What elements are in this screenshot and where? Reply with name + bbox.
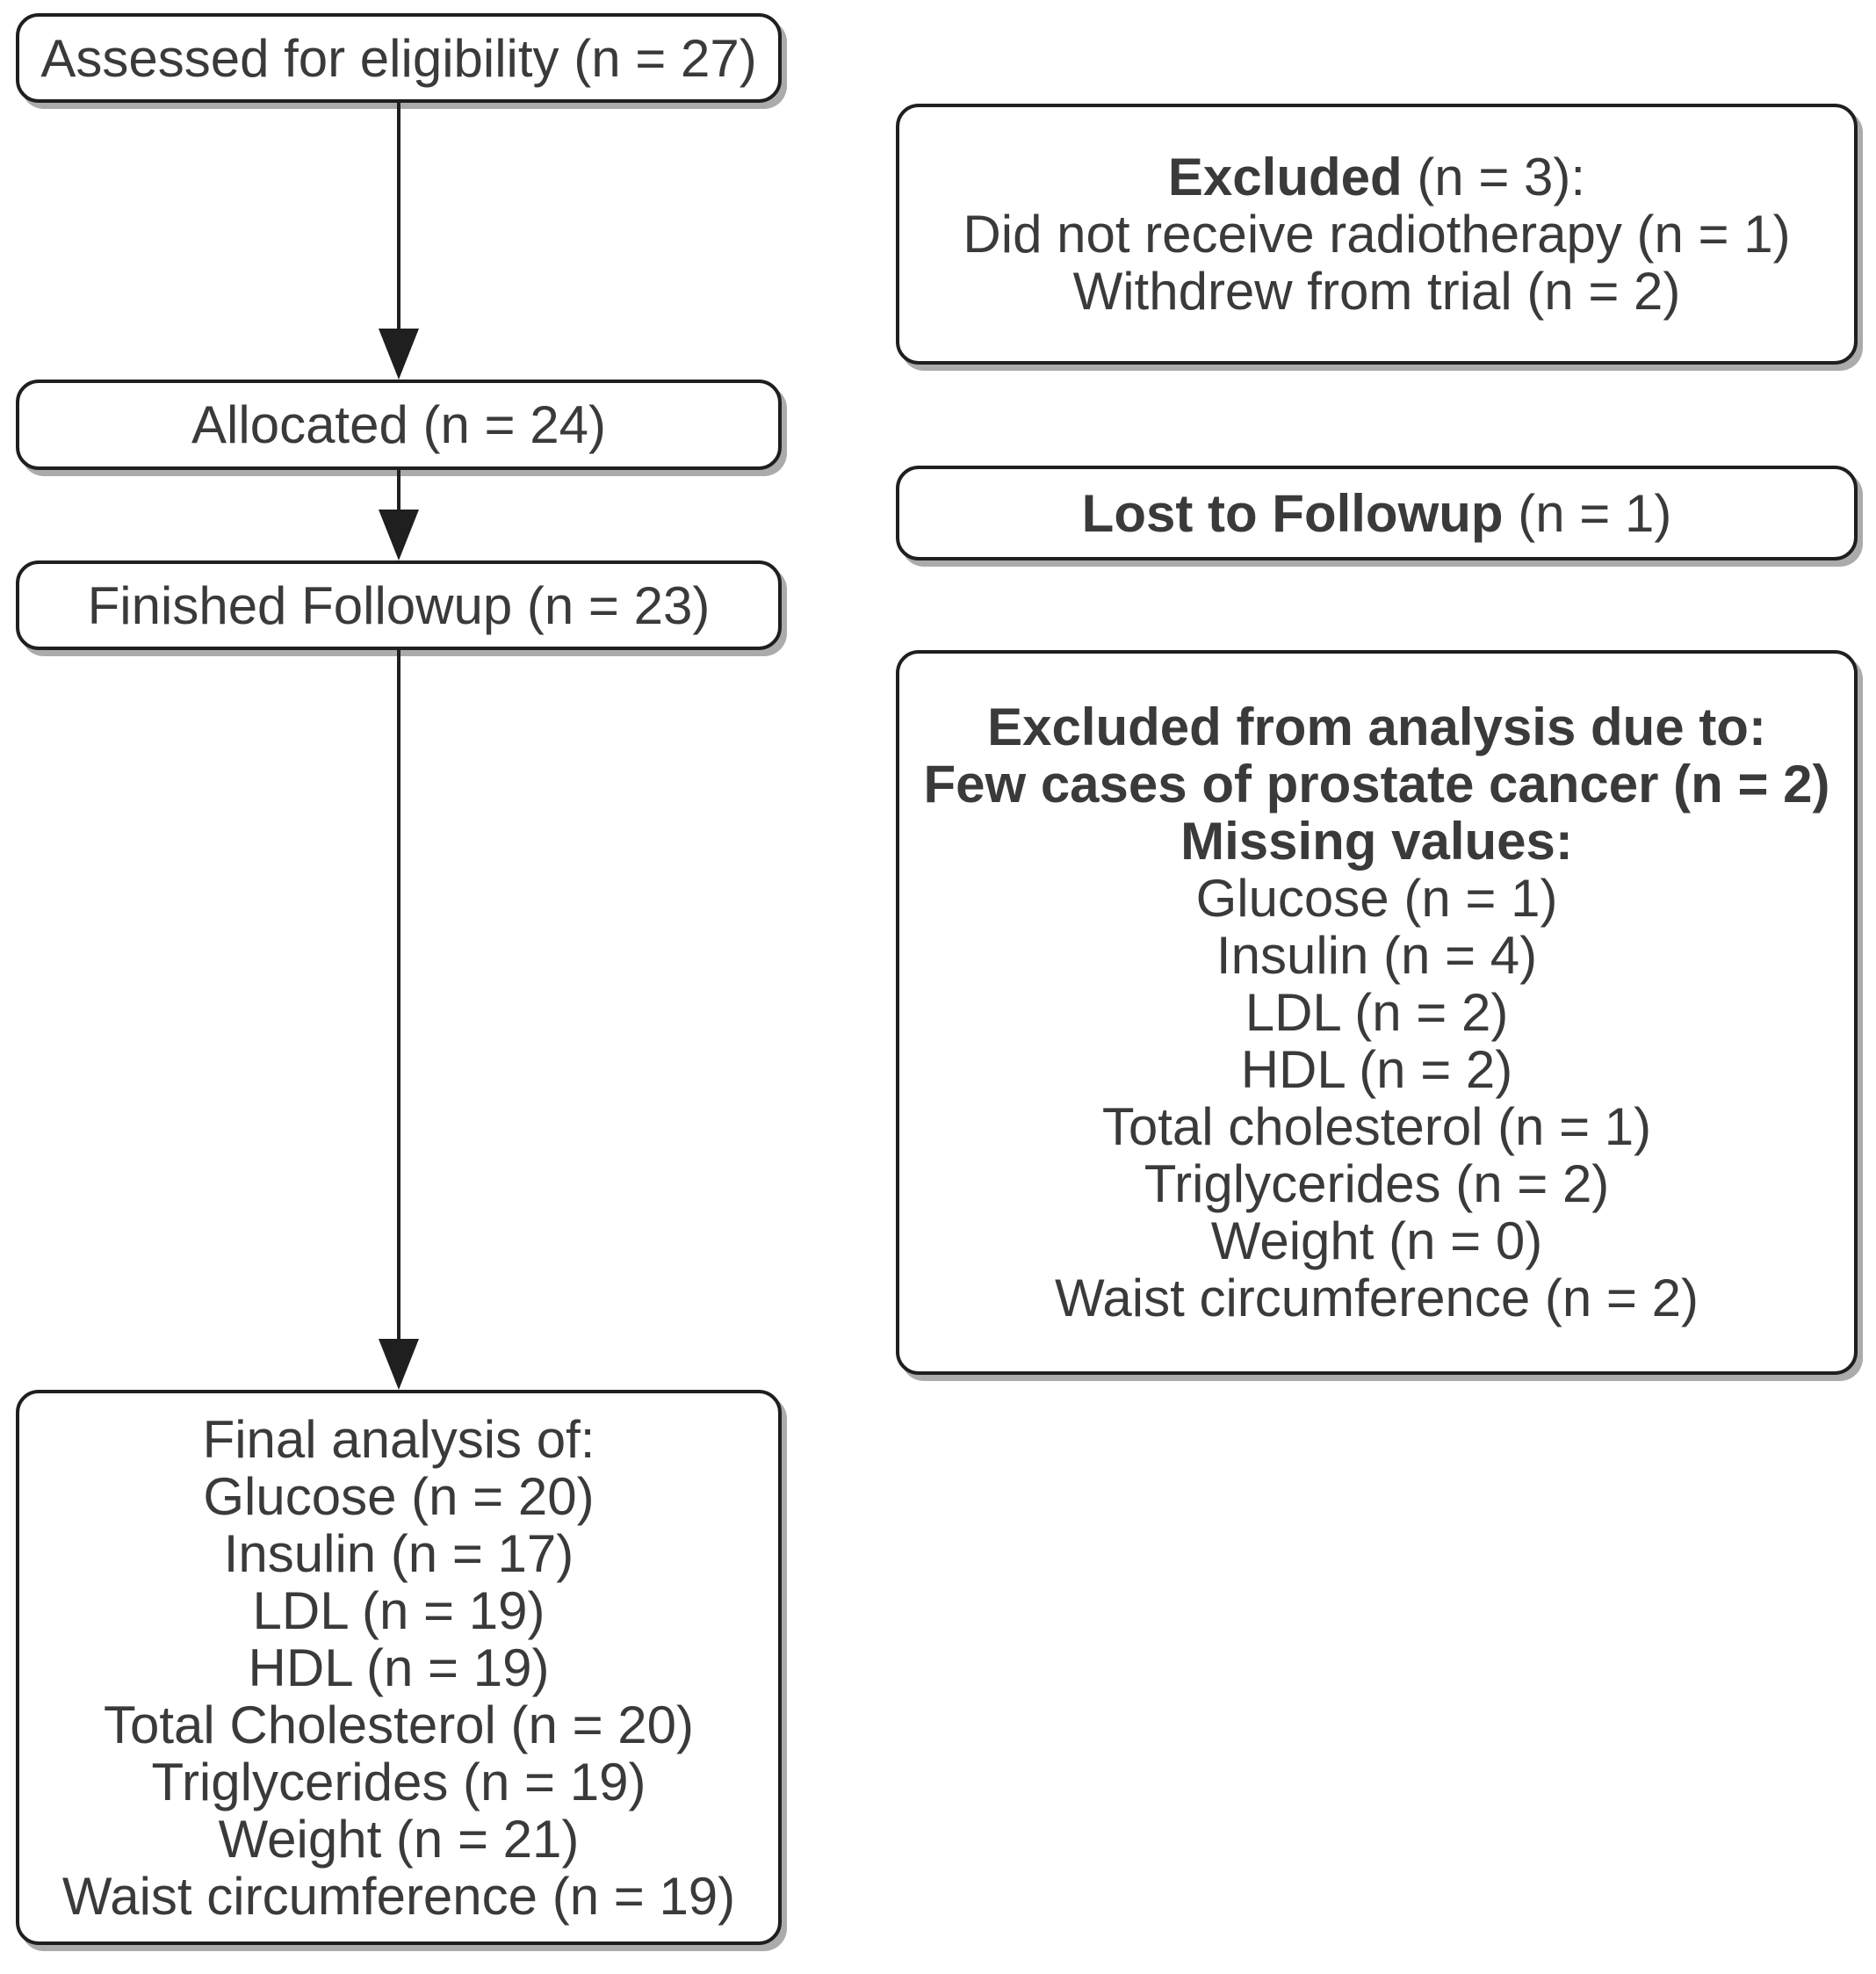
assessed-label: Assessed for eligibility (n = 27) [40, 28, 757, 88]
final-line: Total Cholesterol (n = 20) [103, 1695, 694, 1754]
analysis-excluded-header: Few cases of prostate cancer (n = 2) [923, 755, 1830, 813]
excluded-reason: Did not receive radiotherapy (n = 1) [963, 205, 1791, 264]
excluded-title: Excluded (n = 3): [1168, 148, 1585, 206]
arrow-allocated-to-finished-shaft [397, 470, 400, 511]
excluded-reason: Withdrew from trial (n = 2) [1072, 262, 1681, 321]
final-line: Waist circumference (n = 19) [61, 1866, 736, 1926]
box-excluded: Excluded (n = 3): Did not receive radiot… [896, 104, 1858, 365]
final-line: Insulin (n = 17) [223, 1523, 574, 1583]
box-lost-to-followup: Lost to Followup (n = 1) [896, 466, 1858, 560]
missing-value-item: HDL (n = 2) [1240, 1040, 1513, 1099]
box-allocated: Allocated (n = 24) [16, 380, 782, 470]
final-line: HDL (n = 19) [248, 1638, 550, 1697]
excluded-title-rest: (n = 3): [1402, 148, 1586, 206]
missing-value-item: Glucose (n = 1) [1195, 869, 1558, 928]
analysis-excluded-header: Missing values: [1180, 812, 1573, 871]
final-line: Glucose (n = 20) [203, 1466, 595, 1526]
missing-value-item: Triglycerides (n = 2) [1144, 1154, 1610, 1213]
arrow-assessed-to-allocated-shaft [397, 103, 400, 330]
box-assessed-eligibility: Assessed for eligibility (n = 27) [16, 13, 782, 103]
lost-label-bold: Lost to Followup [1081, 483, 1504, 543]
missing-value-item: Total cholesterol (n = 1) [1101, 1097, 1652, 1156]
box-finished-followup: Finished Followup (n = 23) [16, 560, 782, 650]
box-excluded-from-analysis: Excluded from analysis due to: Few cases… [896, 650, 1858, 1375]
finished-label: Finished Followup (n = 23) [87, 575, 711, 635]
missing-value-item: LDL (n = 2) [1245, 983, 1509, 1042]
lost-label: Lost to Followup (n = 1) [1082, 485, 1672, 542]
missing-value-item: Insulin (n = 4) [1216, 926, 1538, 985]
arrow-finished-to-final-head [379, 1339, 419, 1390]
final-line: Triglycerides (n = 19) [151, 1752, 646, 1811]
analysis-excluded-header: Excluded from analysis due to: [987, 698, 1766, 756]
excluded-title-bold: Excluded [1167, 148, 1403, 206]
arrow-finished-to-final-shaft [397, 650, 400, 1341]
arrow-assessed-to-allocated-head [379, 329, 419, 380]
box-final-analysis: Final analysis of: Glucose (n = 20) Insu… [16, 1390, 782, 1945]
final-line: Final analysis of: [202, 1409, 595, 1469]
lost-label-rest: (n = 1) [1503, 483, 1672, 543]
missing-value-item: Weight (n = 0) [1210, 1211, 1543, 1270]
missing-value-item: Waist circumference (n = 2) [1055, 1269, 1699, 1327]
allocated-label: Allocated (n = 24) [191, 395, 606, 454]
final-line: Weight (n = 21) [218, 1809, 580, 1869]
arrow-allocated-to-finished-head [379, 510, 419, 560]
final-line: LDL (n = 19) [252, 1580, 545, 1640]
